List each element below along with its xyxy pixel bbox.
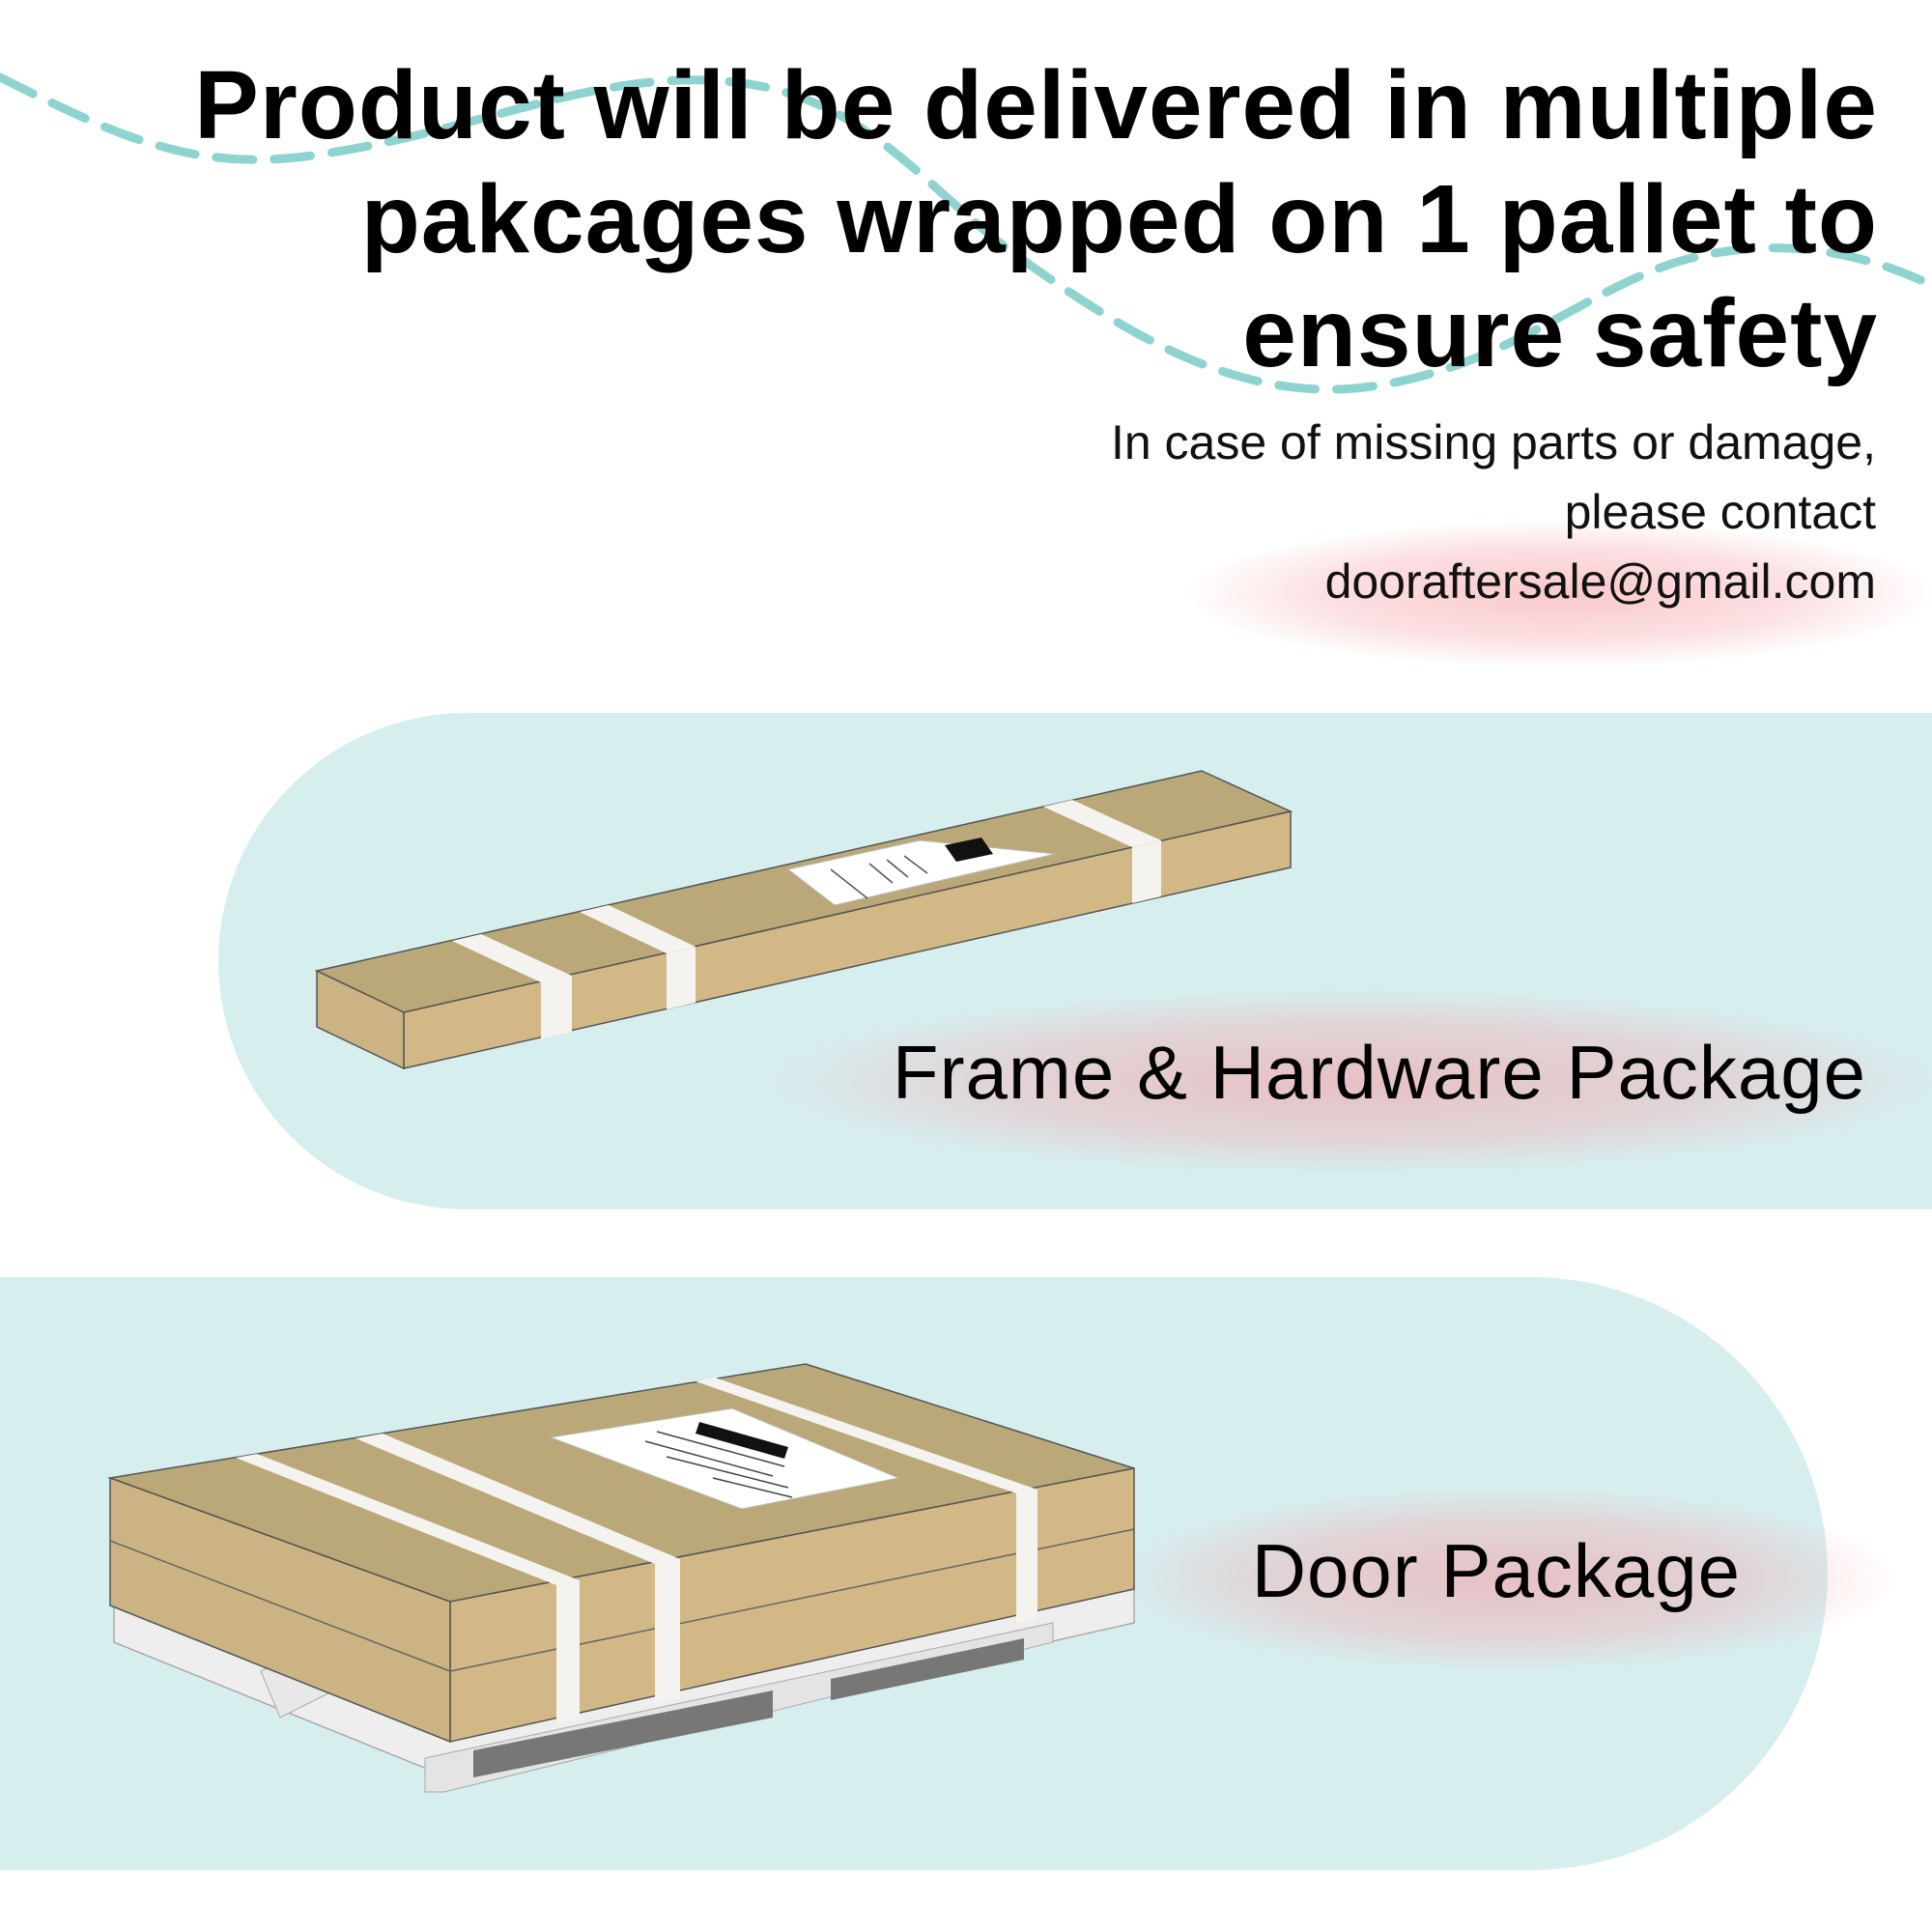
frame-package-label: Frame & Hardware Package <box>892 1030 1866 1115</box>
contact-note: In case of missing parts or damage, plea… <box>813 408 1876 616</box>
door-label-highlight <box>1121 1488 1893 1671</box>
title-line-3: ensure safety <box>1242 279 1878 387</box>
door-package-label: Door Package <box>1251 1528 1741 1613</box>
door-package-pallet-illustration: 1666 <box>107 1363 1135 1793</box>
frame-package-box-illustration <box>314 770 1293 1070</box>
contact-line-2: please contact <box>1564 485 1876 539</box>
title-line-2: pakcages wrapped on 1 pallet to <box>360 165 1878 273</box>
frame-label-highlight <box>773 990 1932 1174</box>
contact-line-1: In case of missing parts or damage, <box>1110 415 1876 469</box>
email-highlight <box>1188 522 1932 667</box>
title-line-1: Product will be delivered in multiple <box>194 51 1878 159</box>
contact-email[interactable]: dooraftersale@gmail.com <box>1324 554 1876 609</box>
page-title: Product will be delivered in multiple pa… <box>62 48 1878 390</box>
dashed-wave-decoration <box>0 72 1932 394</box>
